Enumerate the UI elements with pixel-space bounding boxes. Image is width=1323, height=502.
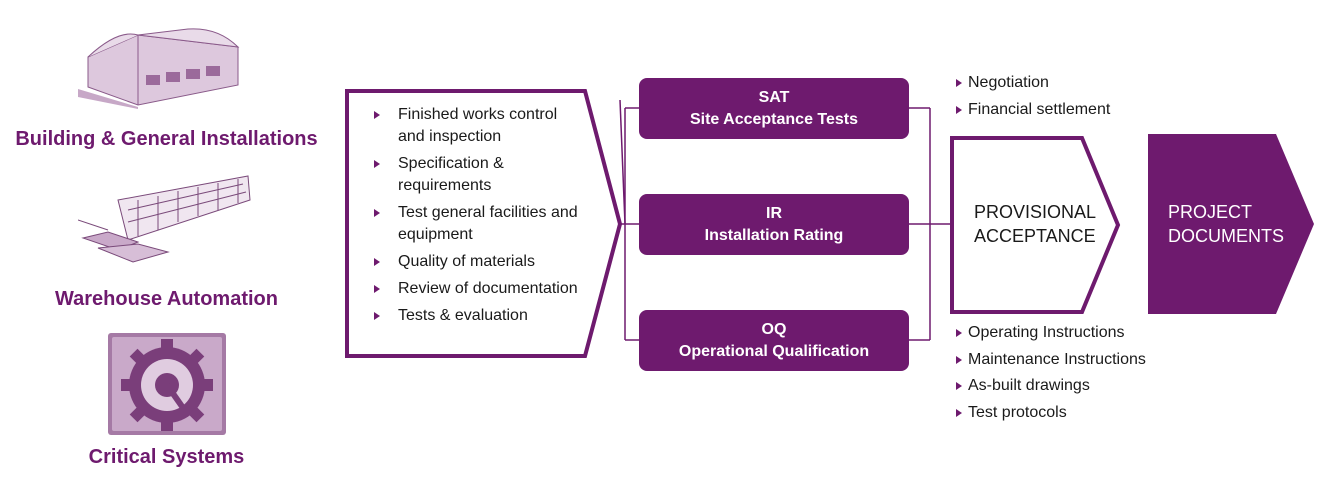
triangle-bullet-icon bbox=[374, 209, 380, 217]
stage-name: Site Acceptance Tests bbox=[689, 110, 859, 128]
note-item: Financial settlement bbox=[954, 99, 1110, 121]
note-item: Negotiation bbox=[954, 72, 1110, 94]
triangle-bullet-icon bbox=[956, 105, 962, 114]
stage-code: SAT bbox=[758, 88, 790, 106]
gear-icon bbox=[108, 333, 226, 435]
checklist-item: Tests & evaluation bbox=[368, 305, 583, 327]
stage-ir: IR Installation Rating bbox=[639, 194, 909, 255]
stage-oq: OQ Operational Qualification bbox=[639, 310, 909, 371]
connector-lines bbox=[619, 100, 952, 341]
note-item: As-built drawings bbox=[954, 375, 1146, 397]
stage-name: Installation Rating bbox=[704, 226, 844, 244]
stage-name: Operational Qualification bbox=[678, 342, 870, 360]
triangle-bullet-icon bbox=[374, 111, 380, 119]
stage-code: OQ bbox=[761, 320, 787, 338]
note-item: Maintenance Instructions bbox=[954, 349, 1146, 371]
top-notes: Negotiation Financial settlement bbox=[954, 72, 1110, 125]
project-documents-arrow bbox=[1148, 134, 1314, 314]
triangle-bullet-icon bbox=[956, 382, 962, 390]
triangle-bullet-icon bbox=[956, 79, 962, 87]
triangle-bullet-icon bbox=[956, 329, 962, 337]
note-item: Test protocols bbox=[954, 402, 1146, 424]
checklist-chevron bbox=[345, 89, 623, 358]
provisional-acceptance-arrow bbox=[950, 136, 1121, 314]
checklist-item: Review of documentation bbox=[368, 278, 583, 300]
checklist-item: Test general facilities and equipment bbox=[368, 202, 583, 246]
warehouse-building-icon bbox=[78, 28, 240, 109]
checklist: Finished works control and inspection Sp… bbox=[368, 104, 583, 332]
triangle-bullet-icon bbox=[374, 258, 380, 266]
checklist-item: Quality of materials bbox=[368, 251, 583, 273]
stage-code: IR bbox=[766, 204, 782, 222]
note-item: Operating Instructions bbox=[954, 322, 1146, 344]
stage-sat: SAT Site Acceptance Tests bbox=[639, 78, 909, 139]
category-label-building: Building & General Installations bbox=[15, 128, 318, 150]
triangle-bullet-icon bbox=[374, 285, 380, 293]
triangle-bullet-icon bbox=[374, 160, 380, 168]
category-label-critical: Critical Systems bbox=[88, 446, 245, 468]
triangle-bullet-icon bbox=[956, 355, 962, 364]
checklist-item: Finished works control and inspection bbox=[368, 104, 583, 148]
provisional-acceptance-label: PROVISIONAL ACCEPTANCE bbox=[974, 202, 1097, 246]
checklist-item: Specification & requirements bbox=[368, 153, 583, 197]
triangle-bullet-icon bbox=[374, 312, 380, 320]
category-label-warehouse: Warehouse Automation bbox=[55, 288, 278, 310]
bottom-notes: Operating Instructions Maintenance Instr… bbox=[954, 322, 1146, 428]
project-documents-label: PROJECT DOCUMENTS bbox=[1168, 202, 1284, 246]
conveyor-rack-icon bbox=[78, 175, 251, 263]
triangle-bullet-icon bbox=[956, 408, 962, 417]
